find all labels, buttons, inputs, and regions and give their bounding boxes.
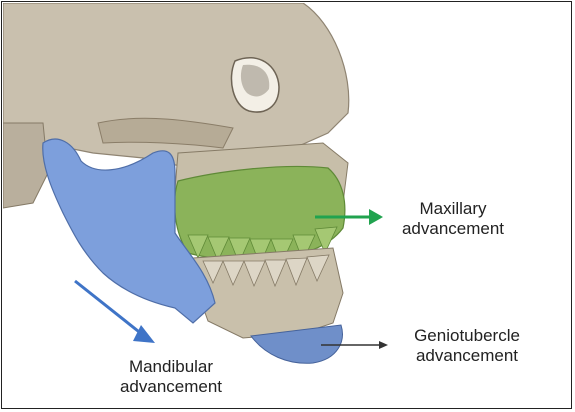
maxillary-advancement-label: Maxillary advancement bbox=[383, 199, 523, 239]
maxillary-label-line-2: advancement bbox=[383, 219, 523, 239]
skull-illustration bbox=[3, 3, 388, 386]
mandibular-advancement-label: Mandibular advancement bbox=[96, 357, 246, 397]
geniotubercle-label-line-2: advancement bbox=[392, 346, 542, 366]
mandibular-label-line-2: advancement bbox=[96, 377, 246, 397]
geniotubercle-advancement-label: Geniotubercle advancement bbox=[392, 326, 542, 366]
geniotubercle-label-line-1: Geniotubercle bbox=[392, 326, 542, 346]
maxillary-label-line-1: Maxillary bbox=[383, 199, 523, 219]
mandibular-label-line-1: Mandibular bbox=[96, 357, 246, 377]
